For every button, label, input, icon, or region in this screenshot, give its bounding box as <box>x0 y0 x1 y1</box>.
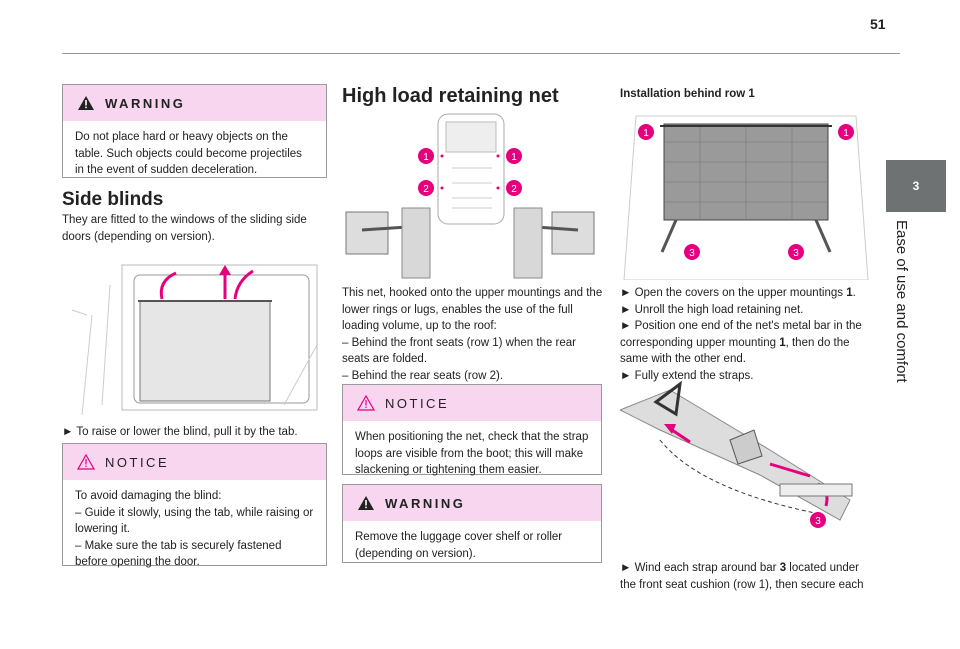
installation-steps: ► Open the covers on the upper mountings… <box>620 285 872 384</box>
final-step: ► Wind each strap around bar 3 located u… <box>620 562 864 591</box>
chapter-title-text: Ease of use and comfort <box>893 220 910 383</box>
step-line: ► Fully extend the straps. <box>620 369 754 382</box>
installation-subheading: Installation behind row 1 <box>620 88 755 100</box>
callout-1-left: 1 <box>643 128 649 139</box>
intro-line: – Behind the front seats (row 1) when th… <box>342 336 576 366</box>
callout-1-right: 1 <box>511 152 517 163</box>
warning-triangle-icon <box>358 496 374 510</box>
notice-triangle-icon <box>357 395 375 411</box>
warning-box-table: WARNING Do not place hard or heavy objec… <box>62 84 327 178</box>
page-number: 51 <box>870 16 886 32</box>
chapter-tab[interactable]: 3 <box>886 160 946 212</box>
notice-label: NOTICE <box>385 395 450 411</box>
side-blinds-intro: They are fitted to the windows of the sl… <box>62 214 307 243</box>
warning-label: WARNING <box>105 95 186 111</box>
side-blind-illustration <box>71 264 318 416</box>
warning-text: Remove the luggage cover shelf or roller… <box>355 531 563 560</box>
top-rule <box>62 53 900 54</box>
notice-box-net: NOTICE When positioning the net, check t… <box>342 384 602 476</box>
retaining-net-intro: This net, hooked onto the upper mounting… <box>342 285 604 384</box>
notice-line: – Make sure the tab is securely fastened… <box>75 539 282 569</box>
retaining-net-overview-illustration: 1 1 2 2 <box>345 113 595 279</box>
intro-line: This net, hooked onto the upper mounting… <box>342 287 603 332</box>
notice-line: To avoid damaging the blind: <box>75 490 222 502</box>
notice-label: NOTICE <box>105 454 170 470</box>
callout-3-right: 3 <box>793 248 799 259</box>
step-line: ► Position one end of the net's metal ba… <box>620 320 862 365</box>
warning-box-luggage: WARNING Remove the luggage cover shelf o… <box>342 484 602 563</box>
strap-illustration: 3 <box>620 380 853 528</box>
callout-1-left: 1 <box>423 152 429 163</box>
callout-1-right: 1 <box>843 128 849 139</box>
callout-3-left: 3 <box>689 248 695 259</box>
notice-line: – Guide it slowly, using the tab, while … <box>75 506 314 536</box>
warning-triangle-icon <box>78 96 94 110</box>
callout-2-right: 2 <box>511 184 517 195</box>
notice-box-blind: NOTICE To avoid damaging the blind: – Gu… <box>62 443 327 568</box>
installation-row1-illustration: 1 1 3 3 <box>623 115 869 280</box>
warning-text: Do not place hard or heavy objects on th… <box>75 131 302 176</box>
warning-label: WARNING <box>385 495 466 511</box>
chapter-title: Ease of use and comfort <box>868 220 928 390</box>
intro-line: – Behind the rear seats (row 2). <box>342 369 504 382</box>
notice-triangle-icon <box>77 454 95 470</box>
callout-3: 3 <box>815 516 821 527</box>
retaining-net-heading: High load retaining net <box>342 85 559 107</box>
step-line: ► Open the covers on the upper mountings… <box>620 287 856 299</box>
callout-2-left: 2 <box>423 184 429 195</box>
step-line: ► Unroll the high load retaining net. <box>620 303 804 316</box>
side-blinds-heading: Side blinds <box>62 189 164 210</box>
notice-text: When positioning the net, check that the… <box>355 431 589 476</box>
side-blinds-step: ► To raise or lower the blind, pull it b… <box>62 426 298 438</box>
